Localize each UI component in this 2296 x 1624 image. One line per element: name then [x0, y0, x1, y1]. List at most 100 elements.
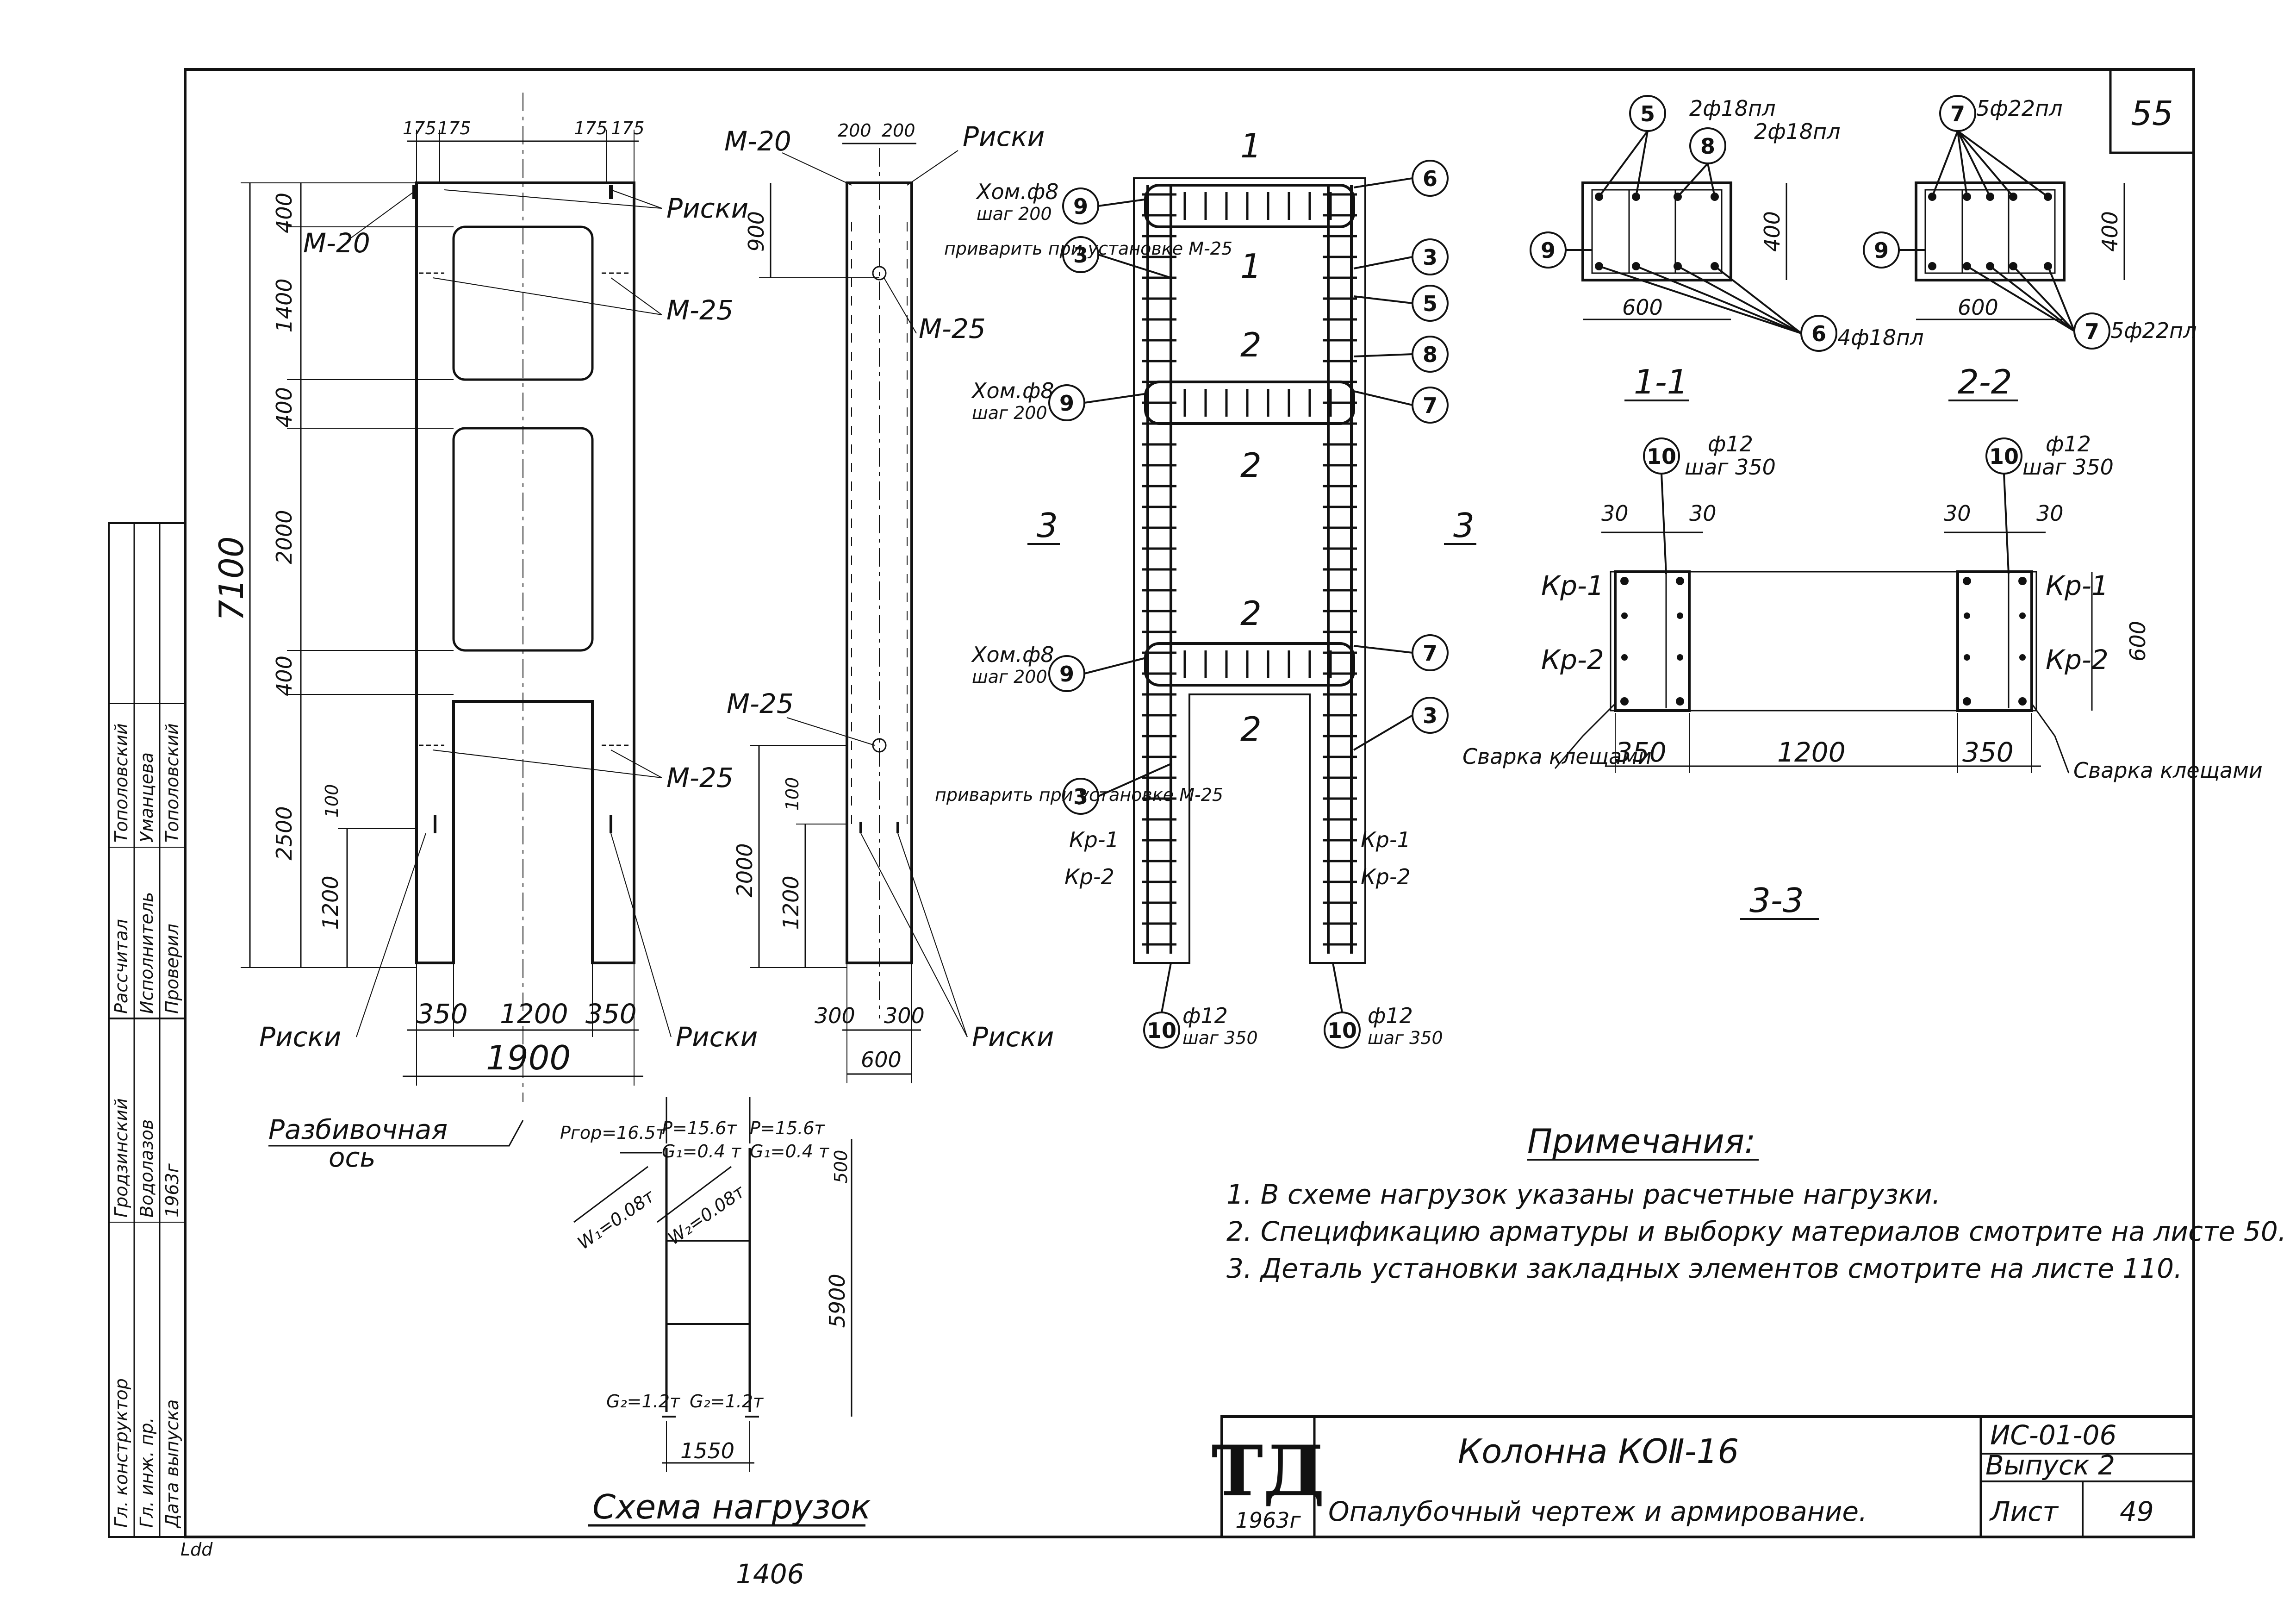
elev-bottom-dim-2: 1200: [500, 998, 568, 1030]
load-w-right: W₂=0.08т: [664, 1181, 749, 1249]
callout-10b: 10: [1327, 1018, 1357, 1043]
reinf-section-mark-3-right: 3: [1453, 506, 1475, 545]
s33-bar-left: ф12: [1708, 431, 1753, 456]
note-2: 2. Спецификацию арматуры и выборку матер…: [1226, 1216, 2286, 1247]
sig-role-4: Рассчитал: [111, 919, 131, 1014]
s33-kr1-right: Кр-1: [2046, 570, 2109, 601]
sig-role-1: Гл. конструктор: [111, 1378, 131, 1528]
title-year: 1963г: [1235, 1508, 1301, 1533]
s22-callout-9: 9: [1874, 238, 1889, 263]
side-label-riski-top: Риски: [963, 121, 1045, 152]
elev-left-dim-6: 2500: [272, 806, 297, 860]
title-code: ИС-01-06: [1990, 1419, 2116, 1451]
reinf-kr1-right: Кр-1: [1361, 827, 1411, 852]
reinf-kr2-right: Кр-2: [1361, 864, 1411, 889]
callout-9b: 9: [1059, 391, 1074, 416]
reinf-bottom-step-right: шаг 350: [1368, 1028, 1443, 1048]
corner-mark: Ldd: [180, 1539, 213, 1560]
side-label-m25a: М-25: [919, 313, 986, 344]
title-main: Колонна КОⅡ-16: [1458, 1432, 1739, 1471]
load-title: Схема нагрузок: [592, 1487, 871, 1526]
s33-kr2-left: Кр-2: [1541, 644, 1604, 675]
reinf-clamp-step-2: шаг 200: [972, 403, 1047, 423]
title-sheet-label: Лист: [1989, 1496, 2059, 1527]
section-2-2: 600 400 5ф22пл 5ф22пл 7 9 7 2-2: [1863, 95, 2197, 401]
reinf-bottom-bar-left: ф12: [1182, 1003, 1228, 1028]
load-g2-right: G₂=1.2т: [690, 1391, 764, 1412]
sig-name-1: Гродзинский: [111, 1098, 131, 1218]
s11-bar-bottom: 4ф18пл: [1837, 325, 1924, 350]
s33-kr1-left: Кр-1: [1541, 570, 1604, 601]
callout-3b: 3: [1423, 703, 1437, 728]
s22-callout-7b: 7: [2084, 319, 2099, 344]
s22-callout-7a: 7: [1950, 101, 1965, 126]
sig-role-3: Дата выпуска: [162, 1399, 182, 1529]
load-width: 1550: [680, 1438, 734, 1463]
reinf-clamp-label-1: Хом.ф8: [976, 179, 1059, 204]
section-1-1: 600 400 2ф18пл 2ф18пл 4ф18пл 5 8 9 6 1-1: [1530, 95, 1924, 401]
reinforcement-view: 1 1 2 2 2 2 3 3 Хом.ф8 шаг 200 приварить…: [935, 126, 1476, 1049]
sig-name-4: Тополовский: [111, 723, 131, 843]
sig-name-6: Тополовский: [162, 723, 182, 843]
side-total-width: 600: [861, 1047, 902, 1072]
section-3-3: 350 1200 350 30 30 30 30 600 Кр-1 Кр-2 К…: [1462, 431, 2263, 920]
reinf-section-mark-3-left: 3: [1037, 506, 1058, 545]
elev-left-dim-2: 1400: [272, 278, 297, 332]
elev-top-dim-3: 175: [574, 118, 608, 138]
s33-bar-right: ф12: [2046, 431, 2091, 456]
s22-height: 400: [2097, 211, 2122, 252]
s33-dim-30-3: 30: [1944, 501, 1971, 526]
load-w-left: W₁=0.08т: [574, 1185, 659, 1253]
title-issue: Выпуск 2: [1985, 1449, 2115, 1481]
reinf-section-mark-2-b: 2: [1240, 446, 1262, 485]
s33-step-right: шаг 350: [2022, 455, 2114, 480]
side-label-m20: М-20: [724, 125, 791, 157]
callout-5: 5: [1423, 291, 1437, 316]
axis-label-1: Разбивочная: [268, 1114, 448, 1145]
title-logo: ТД: [1212, 1430, 1325, 1512]
sig-role-2: Гл. инж. пр.: [137, 1417, 157, 1528]
s11-callout-8: 8: [1700, 134, 1715, 159]
elev-label-riski-left: Риски: [259, 1021, 341, 1053]
callout-10a: 10: [1147, 1018, 1176, 1043]
elev-label-m25b: М-25: [666, 762, 734, 793]
reinf-section-mark-1-mid: 1: [1240, 247, 1262, 286]
elev-left-dim-3: 400: [272, 387, 297, 428]
reinf-clamp-step-1: шаг 200: [977, 204, 1052, 224]
elev-top-dim-4: 175: [611, 118, 645, 138]
s11-bar-top-1: 2ф18пл: [1689, 96, 1776, 121]
callout-6: 6: [1423, 166, 1437, 191]
side-bottom-dim-1: 300: [815, 1003, 855, 1028]
s22-bar-top: 5ф22пл: [1976, 96, 2063, 121]
reinf-bottom-bar-right: ф12: [1368, 1003, 1413, 1028]
s33-weld-left: Сварка клещами: [1462, 744, 1652, 769]
s11-height: 400: [1760, 211, 1785, 252]
callout-9a: 9: [1073, 194, 1088, 219]
sig-role-5: Исполнитель: [137, 892, 157, 1014]
s11-bar-top-2: 2ф18пл: [1754, 119, 1841, 144]
sig-name-2: Водолазов: [137, 1119, 157, 1218]
reinf-clamp-label-3: Хом.ф8: [971, 642, 1054, 667]
notes: Примечания: 1. В схеме нагрузок указаны …: [1226, 1122, 2286, 1284]
elev-bottom-dim-1: 350: [417, 998, 468, 1030]
column-side-view: 200 200 М-20 Риски 900 М-25 М-25 2000 12…: [724, 120, 1054, 1083]
elev-sub-dim: 1200: [318, 875, 343, 930]
s33-dim-1200: 1200: [1777, 737, 1846, 768]
s33-dim-350-left: 350: [1615, 737, 1667, 768]
sig-role-6: Проверил: [162, 924, 182, 1014]
load-g2-left: G₂=1.2т: [606, 1391, 681, 1412]
elev-left-dim-4: 2000: [272, 510, 297, 564]
side-top-dim-2: 200: [882, 120, 915, 141]
s11-width: 600: [1622, 295, 1663, 320]
s33-weld-right: Сварка клещами: [2073, 758, 2263, 783]
elev-bottom-dim-3: 350: [585, 998, 637, 1030]
title-block: ТД 1963г Колонна КОⅡ-16 Опалубочный черт…: [1212, 1415, 2195, 1538]
elev-label-riski-top: Риски: [666, 193, 748, 224]
reinf-kr2-left: Кр-2: [1064, 864, 1114, 889]
title-subtitle: Опалубочный чертеж и армирование.: [1328, 1496, 1867, 1527]
sheet-number: 55: [2131, 94, 2173, 133]
side-top-dim-1: 200: [838, 120, 871, 141]
s33-callout-10a: 10: [1647, 444, 1676, 469]
